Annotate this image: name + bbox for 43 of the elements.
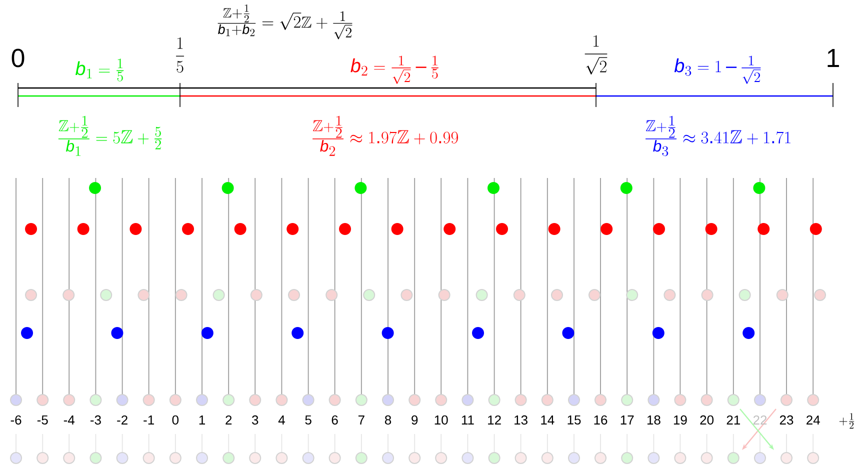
tick-number: 22 [753, 415, 767, 425]
length-label: $b_2=\frac{1}{\sqrt{2}}-\frac{1}{5}$ [350, 56, 438, 84]
tick-number: 24 [806, 415, 820, 425]
formula: $\frac{\mathbb{Z}+\frac{1}{2}}{b_3}\approx 3.41\mathbb{Z}+1.71$ [646, 116, 790, 156]
tick-number: 4 [278, 416, 285, 424]
tick-number: 15 [568, 415, 581, 425]
length-label: $b_1=\frac{1}{5}$ [75, 58, 124, 82]
tick-number: 16 [594, 415, 608, 425]
tick-number: 11 [462, 416, 474, 424]
tick-number: 18 [647, 415, 660, 425]
tick-number: 12 [488, 415, 501, 425]
tick-number: 10 [434, 415, 448, 425]
tick-number: 17 [620, 416, 634, 424]
tick-number: 3 [252, 415, 258, 425]
tick-number: 9 [412, 415, 418, 425]
formula: $\frac{\mathbb{Z}+\frac{1}{2}}{b_1}=5\mathbb{Z}+\frac{5}{2}$ [58, 116, 162, 156]
endpoint-label: 0 [12, 48, 24, 68]
tick-number: -6 [10, 415, 22, 425]
tick-label: $\frac{1}{\sqrt{2}}$ [584, 35, 608, 74]
tick-number: -2 [117, 415, 128, 425]
tick-number: -4 [64, 416, 75, 424]
tick-number: 1 [199, 416, 205, 424]
length-label: $b_3=1-\frac{1}{\sqrt{2}}$ [674, 56, 761, 84]
tick-number: 14 [541, 416, 554, 424]
tick-number: 20 [700, 415, 714, 425]
offset-label: $+\frac{1}{2}$ [839, 413, 854, 429]
tick-number: 5 [305, 415, 312, 425]
tick-number: 21 [726, 415, 740, 425]
tick-number: -5 [37, 415, 48, 425]
tick-number: 7 [358, 416, 364, 424]
tick-number: 0 [172, 415, 179, 425]
tick-number: -1 [144, 416, 154, 424]
tick-number: -3 [90, 415, 101, 425]
endpoint-label: 1 [828, 49, 839, 67]
tick-number: 13 [514, 415, 528, 425]
tick-number: 23 [780, 415, 794, 425]
formula: $\frac{\mathbb{Z}+\frac{1}{2}}{b_1+b_2}=\sqrt{2}\mathbb{Z}+\frac{1}{\sqrt{2}}$ [218, 4, 352, 40]
tick-number: 19 [674, 415, 687, 425]
formula: $\frac{\mathbb{Z}+\frac{1}{2}}{b_2}\approx 1.97\mathbb{Z}+0.99$ [312, 116, 458, 156]
tick-label: $\frac{1}{5}$ [176, 37, 184, 73]
tick-number: 2 [226, 415, 232, 425]
tick-number: 6 [332, 415, 338, 425]
tick-number: 8 [384, 415, 392, 425]
